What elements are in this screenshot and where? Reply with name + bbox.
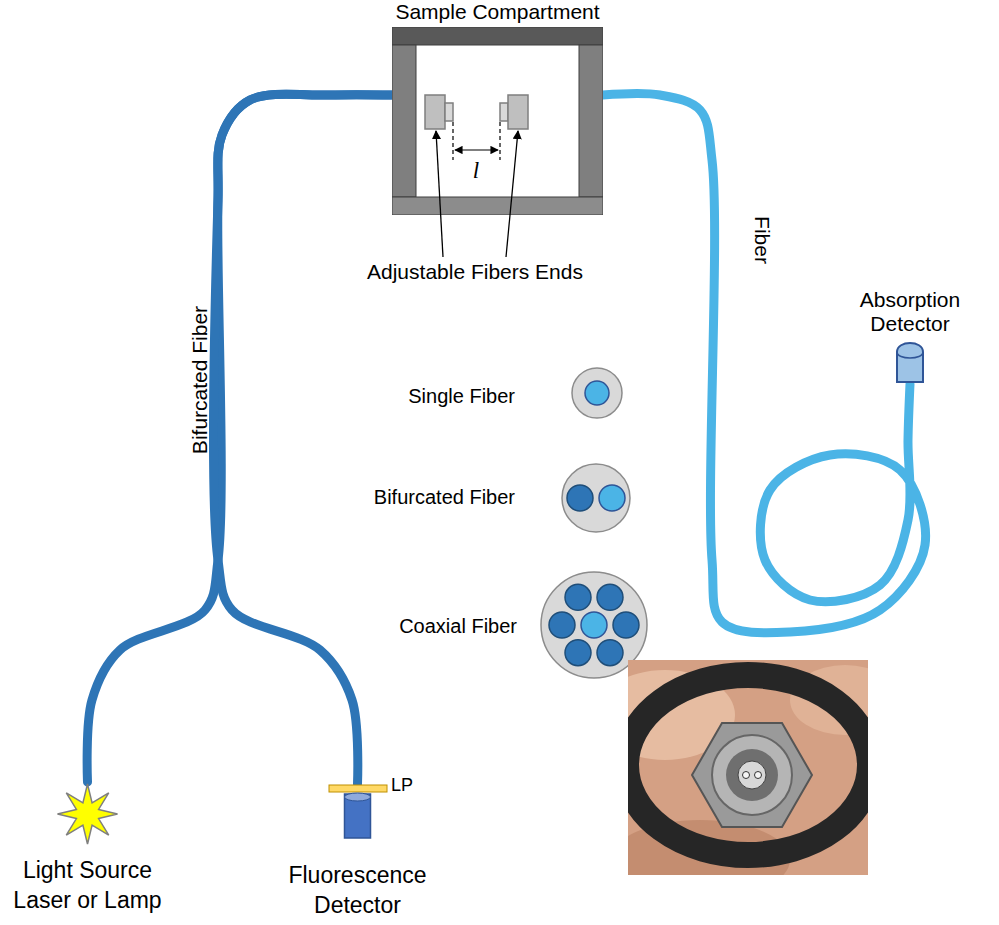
core-circle xyxy=(599,485,625,511)
fiber-end-body xyxy=(425,95,445,129)
part-label: Single Fiber xyxy=(355,384,515,408)
cladding-circle xyxy=(572,368,622,418)
core-circle xyxy=(597,640,623,666)
coaxial-fiber-section xyxy=(541,572,647,678)
connector-photo xyxy=(628,660,868,875)
core-circle xyxy=(565,640,591,666)
fiber-end-tip xyxy=(500,103,508,121)
core-circle xyxy=(565,584,591,610)
dimension-arrow xyxy=(455,149,498,150)
core-circle xyxy=(567,485,593,511)
ferrule-tip xyxy=(738,761,766,789)
optical-fiber xyxy=(214,94,392,784)
light-source-star xyxy=(0,782,175,846)
extension-line xyxy=(452,122,453,160)
node-label: Fluorescence Detector xyxy=(270,860,445,920)
node-label: Sample Compartment xyxy=(352,0,643,24)
single-fiber-section xyxy=(572,368,622,418)
core-circle xyxy=(581,612,607,638)
node-label: Absorption Detector xyxy=(850,288,970,336)
detector-body xyxy=(897,343,923,382)
cladding-circle xyxy=(541,572,647,678)
gap-dimension xyxy=(453,122,500,160)
part-label: Adjustable Fibers Ends xyxy=(325,259,625,284)
node-label: Light Source Laser or Lamp xyxy=(0,855,175,915)
photo-background xyxy=(628,660,868,875)
detector-icon xyxy=(895,338,925,384)
fiber-end-tip xyxy=(445,103,453,121)
extension-line xyxy=(499,122,500,160)
finger xyxy=(628,820,790,875)
sample-compartment: Sample Compartment xyxy=(392,0,603,215)
cladding-circle xyxy=(562,464,630,532)
detector-body xyxy=(345,794,371,838)
long-pass-filter xyxy=(329,785,387,792)
part-label: l xyxy=(466,157,486,184)
fiber-core-dot xyxy=(743,772,750,779)
cable-ring xyxy=(628,675,868,855)
fiber-end-body xyxy=(508,95,528,129)
bifurcated-fiber-section xyxy=(562,464,630,532)
fluorescence-detector: Fluorescence Detector xyxy=(270,784,445,924)
finger xyxy=(790,665,868,735)
star-burst xyxy=(58,784,118,844)
core-circle xyxy=(585,381,609,405)
hex-nut xyxy=(692,723,812,827)
frame-bar xyxy=(579,45,603,197)
fiber-core-dot xyxy=(755,772,762,779)
detector-window xyxy=(345,793,371,801)
compartment-frame xyxy=(392,27,603,215)
light-source: Light Source Laser or Lamp xyxy=(0,782,175,922)
finger xyxy=(628,670,735,760)
core-circle xyxy=(549,612,575,638)
part-label: LP xyxy=(391,774,431,796)
frame-bar xyxy=(392,45,416,197)
leader-lines xyxy=(436,131,518,257)
core-circle xyxy=(597,584,623,610)
detector-icon xyxy=(270,784,445,844)
optical-fiber xyxy=(603,94,926,633)
fiber-ends xyxy=(425,95,528,129)
part-label: Coaxial Fiber xyxy=(357,614,517,638)
fiber-label: Bifurcated Fiber xyxy=(188,270,212,490)
core-circle xyxy=(613,612,639,638)
frame-bar xyxy=(392,27,603,45)
leader-line xyxy=(436,131,443,257)
leader-line xyxy=(506,131,518,257)
absorption-detector: Absorption Detector xyxy=(850,288,970,384)
frame-bar xyxy=(392,197,603,215)
fiber-label: Fiber xyxy=(750,200,774,280)
detector-rim xyxy=(897,352,923,358)
ferrule-recess xyxy=(726,749,778,801)
ferrule-housing xyxy=(712,735,792,815)
part-label: Bifurcated Fiber xyxy=(355,485,515,509)
